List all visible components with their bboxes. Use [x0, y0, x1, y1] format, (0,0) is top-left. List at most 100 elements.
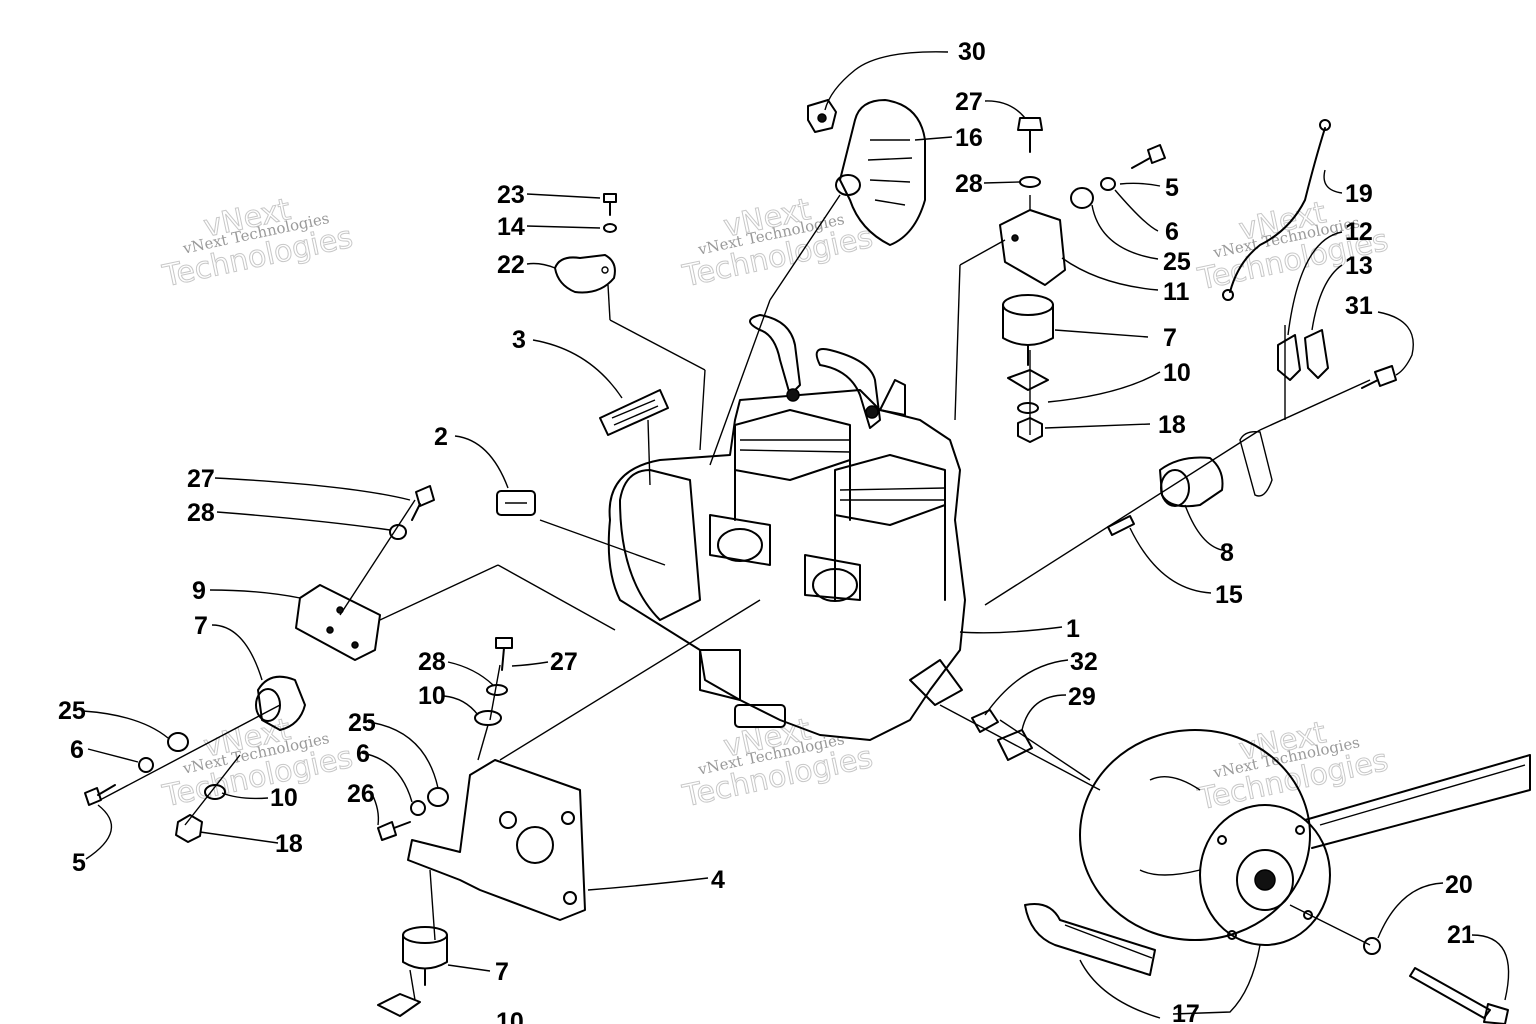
washer-part-28-left[interactable]	[389, 524, 407, 540]
callout-16: 16	[955, 124, 983, 152]
washer-part-25-left[interactable]	[167, 732, 189, 752]
callout-18-top: 18	[1158, 411, 1186, 439]
callout-13: 13	[1345, 252, 1373, 280]
washer-part-10-left[interactable]	[204, 784, 226, 800]
gasket-part-22[interactable]	[554, 254, 616, 294]
washer-part-20[interactable]	[1363, 937, 1381, 955]
washer-part-10-center[interactable]	[474, 710, 502, 726]
plate-part-9[interactable]	[295, 584, 381, 661]
callout-10-left: 10	[270, 784, 298, 812]
callout-9: 9	[192, 577, 206, 605]
callout-12: 12	[1345, 218, 1373, 246]
bolt-part-27-left[interactable]	[411, 485, 435, 521]
callout-5-top: 5	[1165, 174, 1179, 202]
callout-25-center: 25	[348, 709, 376, 737]
washer-part-10-top[interactable]	[1007, 369, 1049, 391]
callout-27-left: 27	[187, 465, 215, 493]
callout-7-top: 7	[1163, 324, 1177, 352]
callout-18-left: 18	[275, 830, 303, 858]
leader-lines	[82, 51, 1510, 1019]
watermark-top-left: vNext Technologies vNext Technologies	[159, 192, 357, 295]
callout-19: 19	[1345, 180, 1373, 208]
watermark-top-center: vNext Technologies vNext Technologies	[679, 192, 877, 295]
washer-part-6-left[interactable]	[138, 757, 154, 773]
washer-part-14[interactable]	[603, 223, 617, 233]
cover-plate-part-16[interactable]	[835, 99, 926, 246]
bolt-part-31[interactable]	[1361, 365, 1397, 389]
drive-belt[interactable]	[1024, 754, 1531, 976]
callout-3: 3	[512, 326, 526, 354]
clip-part-13[interactable]	[1304, 329, 1329, 379]
bolt-part-5-left[interactable]	[84, 784, 116, 806]
callout-25-top: 25	[1163, 248, 1191, 276]
washer-part-28-top[interactable]	[1019, 176, 1041, 188]
washer-part-10-bottom[interactable]	[377, 993, 421, 1017]
bolt-part-21[interactable]	[1409, 967, 1509, 1024]
watermark-bottom-right: vNext Technologies vNext Technologies	[1194, 715, 1392, 818]
callout-7-left: 7	[194, 612, 208, 640]
bolt-part-23[interactable]	[603, 193, 617, 216]
callout-20: 20	[1445, 871, 1473, 899]
washer-part-6-top[interactable]	[1100, 177, 1116, 191]
callout-15: 15	[1215, 581, 1243, 609]
callout-27-center: 27	[550, 648, 578, 676]
bolt-part-26[interactable]	[377, 821, 411, 841]
callout-22: 22	[497, 251, 525, 279]
clip-part-12[interactable]	[1277, 334, 1301, 381]
bracket-part-11[interactable]	[999, 209, 1066, 286]
bushing-part-32[interactable]	[971, 709, 999, 733]
nut-part-18-left[interactable]	[175, 814, 203, 843]
bolt-part-5-top[interactable]	[1131, 144, 1166, 169]
decal-part-3[interactable]	[599, 389, 669, 436]
callout-10-bottom: 10	[496, 1008, 524, 1024]
callout-27-top: 27	[955, 88, 983, 116]
nut-part-18-top[interactable]	[1017, 417, 1043, 443]
washer-part-6-center[interactable]	[410, 800, 426, 816]
callout-2: 2	[434, 423, 448, 451]
callout-28-top: 28	[955, 170, 983, 198]
washer-part-28-center[interactable]	[486, 684, 508, 696]
callout-17: 17	[1172, 1000, 1200, 1024]
ground-wire-part-19[interactable]	[1222, 119, 1331, 301]
bolt-part-27-center[interactable]	[495, 637, 513, 671]
drive-clutch-part-17[interactable]	[1079, 729, 1331, 946]
callout-6-left: 6	[70, 736, 84, 764]
spacer-part-29[interactable]	[997, 729, 1033, 761]
washer-part-10b-top[interactable]	[1017, 402, 1039, 414]
washer-part-25-top[interactable]	[1070, 187, 1094, 209]
coil-cap-part-30[interactable]	[807, 99, 837, 133]
callout-31: 31	[1345, 292, 1373, 320]
callout-10-top: 10	[1163, 359, 1191, 387]
callout-4: 4	[711, 866, 725, 894]
mount-part-7-left[interactable]	[255, 675, 306, 731]
bolt-part-27-top[interactable]	[1017, 117, 1043, 153]
mount-part-7-top[interactable]	[1002, 294, 1054, 366]
callout-26: 26	[347, 780, 375, 808]
stud-part-15[interactable]	[1107, 515, 1135, 536]
callout-32: 32	[1070, 648, 1098, 676]
callout-6-top: 6	[1165, 218, 1179, 246]
callout-21: 21	[1447, 921, 1475, 949]
callout-5-left: 5	[72, 849, 86, 877]
callout-labels: 30 27 16 28 5 19 23 14 22 6 25 12 13 11 …	[58, 38, 1475, 1024]
callout-7-bottom: 7	[495, 958, 509, 986]
callout-11: 11	[1163, 278, 1190, 306]
mount-part-7-bottom[interactable]	[402, 926, 448, 986]
assembly-lines	[99, 194, 1371, 1001]
callout-30: 30	[958, 38, 986, 66]
mount-part-8[interactable]	[1159, 456, 1224, 508]
callout-6-center: 6	[356, 740, 370, 768]
emblem-part-2[interactable]	[496, 490, 536, 516]
engine-assembly[interactable]	[607, 314, 966, 741]
callout-25-left: 25	[58, 697, 86, 725]
washer-part-25-center[interactable]	[427, 787, 449, 807]
bracket-part-4[interactable]	[407, 759, 586, 921]
callout-14: 14	[497, 213, 525, 241]
callout-10-center: 10	[418, 682, 446, 710]
callout-23: 23	[497, 181, 525, 209]
callout-28-left: 28	[187, 499, 215, 527]
bracket-shadow	[1239, 430, 1273, 497]
callout-8: 8	[1220, 539, 1234, 567]
callout-29: 29	[1068, 683, 1096, 711]
